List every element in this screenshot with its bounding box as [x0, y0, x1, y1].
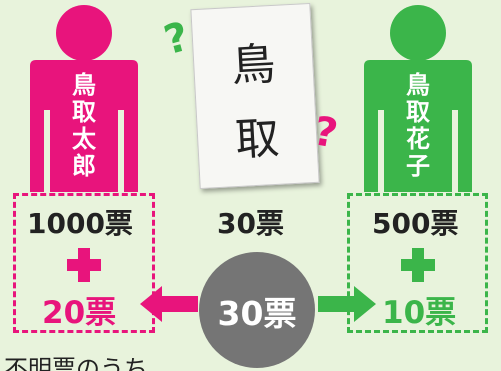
left-votes: 1000票 — [27, 207, 133, 240]
left-candidate-name: 鳥 取 太 郎 — [69, 72, 99, 180]
right-candidate-name: 鳥 取 花 子 — [403, 72, 433, 180]
left-name-char: 取 — [72, 98, 96, 126]
ballot-votes: 30票 — [217, 207, 284, 240]
undetermined-votes-circle: 30票 — [199, 252, 315, 368]
right-votes: 500票 — [372, 207, 459, 240]
right-name-char: 取 — [406, 98, 430, 126]
arrow-left-icon — [140, 286, 198, 322]
undetermined-votes-label: 30票 — [217, 294, 297, 333]
arrow-right-icon — [318, 286, 376, 322]
left-name-char: 郎 — [72, 152, 96, 180]
bottom-note: 不明票のうち — [4, 355, 148, 371]
ballot-paper: 鳥 取 — [190, 2, 320, 190]
right-tally-box — [347, 193, 488, 333]
plus-icon — [401, 248, 435, 282]
ballot-char: 取 — [233, 112, 281, 167]
right-added-votes: 10票 — [382, 295, 457, 331]
left-name-char: 太 — [72, 125, 96, 153]
plus-icon — [67, 248, 101, 282]
left-tally-box — [13, 193, 155, 333]
right-name-char: 花 — [406, 125, 430, 153]
right-name-char: 鳥 — [406, 71, 430, 99]
ballot-char: 鳥 — [230, 38, 277, 93]
right-name-char: 子 — [406, 152, 430, 180]
left-name-char: 鳥 — [72, 71, 96, 99]
left-added-votes: 20票 — [42, 295, 117, 331]
